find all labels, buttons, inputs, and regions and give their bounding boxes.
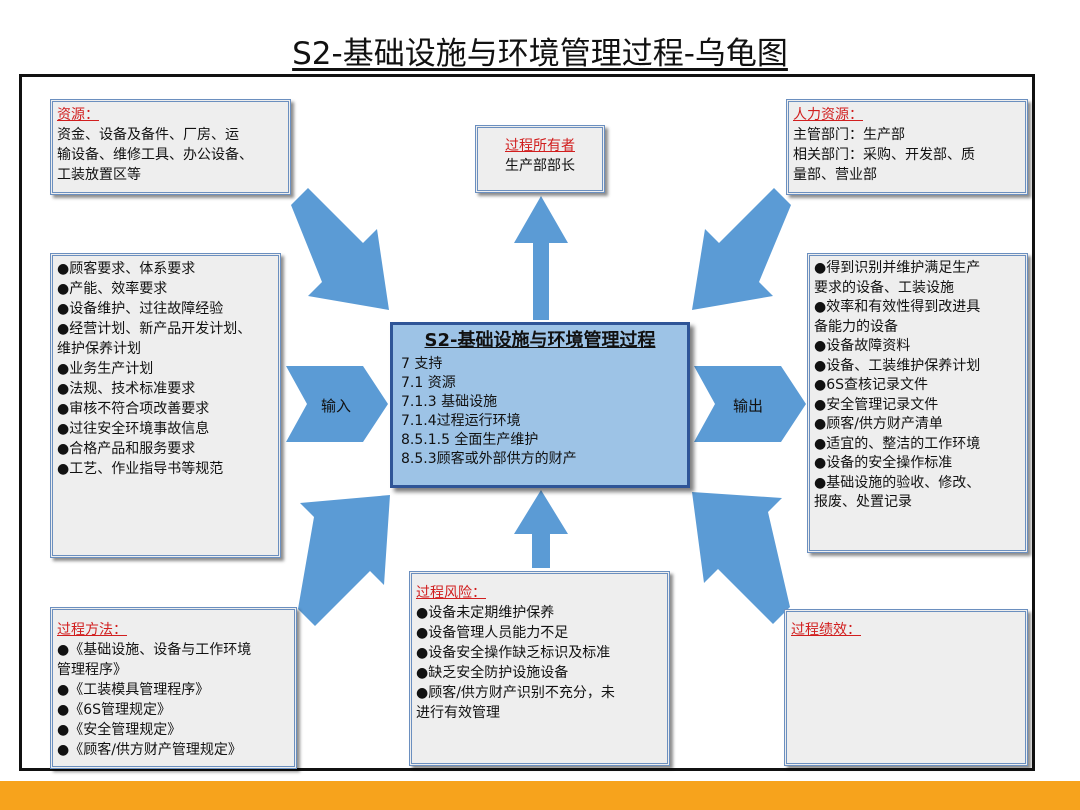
resources-header: 资源：: [57, 107, 99, 123]
clause-item: 8.5.3顾客或外部供方的财产: [401, 451, 577, 467]
method-item: ●《6S管理规定》: [57, 702, 172, 718]
process-title: S2-基础设施与环境管理过程: [424, 330, 656, 351]
output-item: 要求的设备、工装设施: [814, 279, 954, 296]
clause-item: 7 支持: [401, 356, 443, 372]
clause-item: 8.5.1.5 全面生产维护: [401, 432, 539, 448]
arrow-center-to-owner: [514, 196, 568, 320]
risk-item: ●缺乏安全防护设施设备: [416, 665, 569, 681]
resources-box: 资源： 资金、设备及备件、厂房、运 输设备、维修工具、办公设备、 工装放置区等: [50, 99, 291, 195]
resources-line: 输设备、维修工具、办公设备、: [57, 147, 253, 163]
input-item: ●业务生产计划: [57, 361, 154, 377]
output-item: ●安全管理记录文件: [814, 396, 939, 413]
output-item: ●6S查核记录文件: [814, 377, 929, 393]
risk-item: ●顾客/供方财产识别不充分，未: [416, 685, 615, 701]
output-item: ●得到识别并维护满足生产: [814, 260, 981, 276]
output-label: 输出: [733, 397, 764, 415]
output-item: ●设备的安全操作标准: [814, 455, 953, 471]
input-item: ●设备维护、过往故障经验: [57, 301, 224, 317]
output-chevron: [694, 366, 806, 442]
arrow-risks-to-center: [514, 490, 568, 568]
human-resources-line: 相关部门：采购、开发部、质: [793, 147, 975, 163]
input-label: 输入: [321, 397, 352, 415]
risk-item: 进行有效管理: [416, 705, 500, 721]
risks-box: 过程风险： ●设备未定期维护保养 ●设备管理人员能力不足 ●设备安全操作缺乏标识…: [409, 571, 670, 766]
output-item: ●顾客/供方财产清单: [814, 416, 943, 432]
method-item: 管理程序》: [57, 662, 127, 678]
arrow-human-to-center: [692, 188, 791, 310]
method-item: ●《工装模具管理程序》: [57, 682, 210, 698]
input-item: 维护保养计划: [57, 341, 141, 357]
clause-item: 7.1 资源: [401, 375, 456, 391]
resources-line: 工装放置区等: [57, 167, 141, 183]
input-item: ●法规、技术标准要求: [57, 381, 196, 397]
output-item: ●效率和有效性得到改进具: [814, 299, 981, 315]
risks-header: 过程风险：: [416, 585, 486, 601]
input-item: ●经营计划、新产品开发计划、: [57, 321, 252, 337]
owner-header: 过程所有者: [505, 138, 575, 154]
arrow-performance-to-center: [692, 492, 790, 624]
method-item: ●《安全管理规定》: [57, 722, 182, 738]
risk-item: ●设备未定期维护保养: [416, 605, 555, 621]
input-item: ●过往安全环境事故信息: [57, 421, 210, 437]
arrow-resources-to-center: [291, 188, 389, 310]
owner-box: 过程所有者 生产部部长: [475, 125, 605, 193]
diagram-frame: [19, 74, 1035, 771]
outputs-box: ●得到识别并维护满足生产 要求的设备、工装设施 ●效率和有效性得到改进具 备能力…: [807, 253, 1028, 553]
risk-item: ●设备安全操作缺乏标识及标准: [416, 645, 611, 661]
input-item: ●顾客要求、体系要求: [57, 261, 196, 277]
page-title: S2-基础设施与环境管理过程-乌龟图: [292, 36, 788, 72]
owner-text: 生产部部长: [505, 158, 575, 174]
human-resources-line: 量部、营业部: [793, 167, 877, 183]
methods-header: 过程方法：: [57, 622, 127, 638]
performance-header: 过程绩效：: [791, 622, 861, 638]
output-item: ●基础设施的验收、修改、: [814, 474, 981, 491]
input-chevron: [286, 366, 388, 442]
output-item: ●设备故障资料: [814, 338, 911, 354]
input-item: ●合格产品和服务要求: [57, 441, 196, 457]
resources-line: 资金、设备及备件、厂房、运: [57, 127, 239, 143]
output-item: 备能力的设备: [814, 318, 898, 335]
performance-box: 过程绩效：: [784, 609, 1028, 766]
human-resources-header: 人力资源：: [793, 107, 863, 123]
human-resources-line: 主管部门：生产部: [793, 127, 905, 143]
human-resources-box: 人力资源： 主管部门：生产部 相关部门：采购、开发部、质 量部、营业部: [786, 99, 1028, 195]
method-item: ●《顾客/供方财产管理规定》: [57, 742, 242, 758]
process-center-box: S2-基础设施与环境管理过程 7 支持 7.1 资源 7.1.3 基础设施 7.…: [390, 322, 690, 488]
output-item: 报废、处置记录: [814, 494, 912, 510]
input-item: ●审核不符合项改善要求: [57, 401, 210, 417]
inputs-box: ●顾客要求、体系要求 ●产能、效率要求 ●设备维护、过往故障经验 ●经营计划、新…: [50, 253, 281, 558]
methods-box: 过程方法： ●《基础设施、设备与工作环境 管理程序》 ●《工装模具管理程序》 ●…: [50, 607, 297, 769]
input-item: ●工艺、作业指导书等规范: [57, 461, 224, 477]
footer-bar: [0, 781, 1080, 810]
clause-item: 7.1.3 基础设施: [401, 394, 498, 410]
output-item: ●适宜的、整洁的工作环境: [814, 435, 981, 452]
risk-item: ●设备管理人员能力不足: [416, 625, 569, 641]
method-item: ●《基础设施、设备与工作环境: [57, 642, 252, 658]
clause-item: 7.1.4过程运行环境: [401, 413, 521, 429]
input-item: ●产能、效率要求: [57, 281, 168, 297]
output-item: ●设备、工装维护保养计划: [814, 357, 981, 374]
arrow-methods-to-center: [298, 495, 390, 626]
